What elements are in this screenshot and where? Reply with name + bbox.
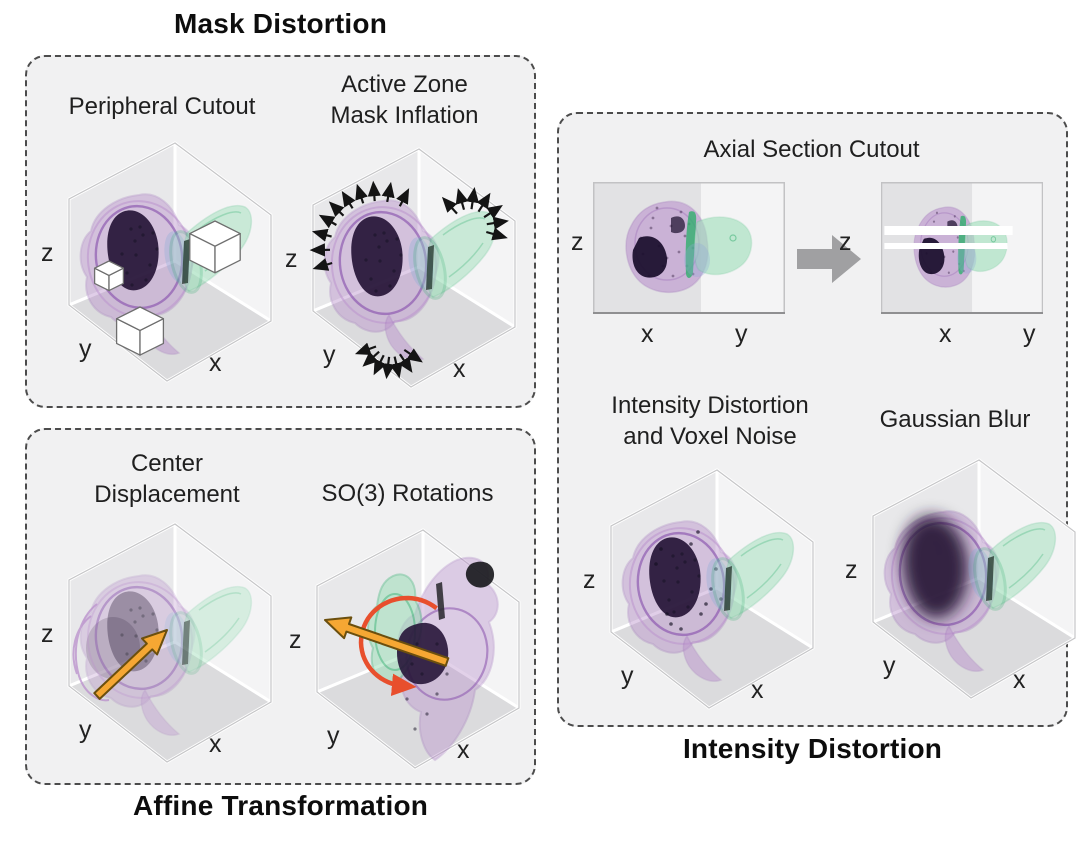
section-title-intensity-distortion: Intensity Distortion — [682, 733, 943, 764]
axis-label-x: x — [209, 730, 222, 758]
scene-active-zone-inflation: z y x — [283, 143, 533, 401]
panel-mask-distortion: Peripheral Cutout Active Zone Mask Infla… — [25, 55, 536, 408]
axis-label-y: y — [1023, 320, 1036, 348]
render-so3-rotations — [315, 528, 521, 770]
axis-label-y: y — [883, 652, 896, 680]
scene-so3-rotations: z y x — [287, 524, 537, 782]
label-intensity-distortion-voxel-noise: Intensity Distortion and Voxel Noise — [611, 392, 809, 450]
axis-label-z: z — [583, 566, 596, 594]
axis-label-y: y — [735, 320, 748, 348]
transform-arrow-icon — [797, 235, 861, 283]
axis-label-z: z — [289, 626, 302, 654]
axis-label-z: z — [571, 228, 584, 256]
render-gaussian-blur — [871, 458, 1077, 700]
axis-label-z: z — [839, 228, 852, 256]
axis-label-x: x — [457, 736, 470, 764]
axis-label-x: x — [751, 676, 764, 704]
render-center-displacement — [67, 522, 273, 764]
axis-label-z: z — [41, 620, 54, 648]
axis-label-y: y — [79, 716, 92, 744]
label-axial-section-cutout: Axial Section Cutout — [703, 136, 920, 163]
scene-center-displacement: z y x — [39, 518, 289, 776]
scene-peripheral-cutout: z y x — [39, 137, 289, 395]
render-voxel-noise — [609, 468, 815, 710]
label-active-zone-mask-inflation: Active Zone Mask Inflation — [330, 71, 479, 129]
render-axial-before — [593, 182, 785, 314]
render-active-zone-inflation — [309, 147, 517, 389]
panel-intensity-distortion: Axial Section Cutout z x y z x y Intensi… — [557, 112, 1077, 727]
section-title-mask-distortion: Mask Distortion — [173, 8, 388, 39]
section-title-affine-transformation: Affine Transformation — [132, 790, 429, 821]
axis-label-x: x — [453, 355, 466, 383]
axial-view-after: z x y — [835, 180, 1065, 355]
render-peripheral-cutout — [67, 141, 273, 383]
axial-view-before: z x y — [569, 180, 799, 355]
axis-label-y: y — [79, 335, 92, 363]
render-axial-after — [881, 182, 1043, 314]
panel-affine-transformation: Center Displacement SO(3) Rotations z y … — [25, 428, 536, 785]
label-center-displacement: Center Displacement — [94, 450, 240, 508]
axis-label-z: z — [285, 245, 298, 273]
axis-label-x: x — [1013, 666, 1026, 694]
label-peripheral-cutout: Peripheral Cutout — [68, 93, 256, 120]
scene-voxel-noise: z y x — [581, 464, 831, 722]
axis-label-y: y — [327, 722, 340, 750]
axis-label-x: x — [939, 320, 952, 348]
axis-label-x: x — [641, 320, 654, 348]
axis-label-y: y — [621, 662, 634, 690]
axis-label-z: z — [845, 556, 858, 584]
label-so3-rotations: SO(3) Rotations — [321, 480, 494, 507]
scene-gaussian-blur: z y x — [843, 454, 1088, 712]
label-gaussian-blur: Gaussian Blur — [879, 406, 1031, 433]
axis-label-z: z — [41, 239, 54, 267]
axis-label-x: x — [209, 349, 222, 377]
axis-label-y: y — [323, 341, 336, 369]
